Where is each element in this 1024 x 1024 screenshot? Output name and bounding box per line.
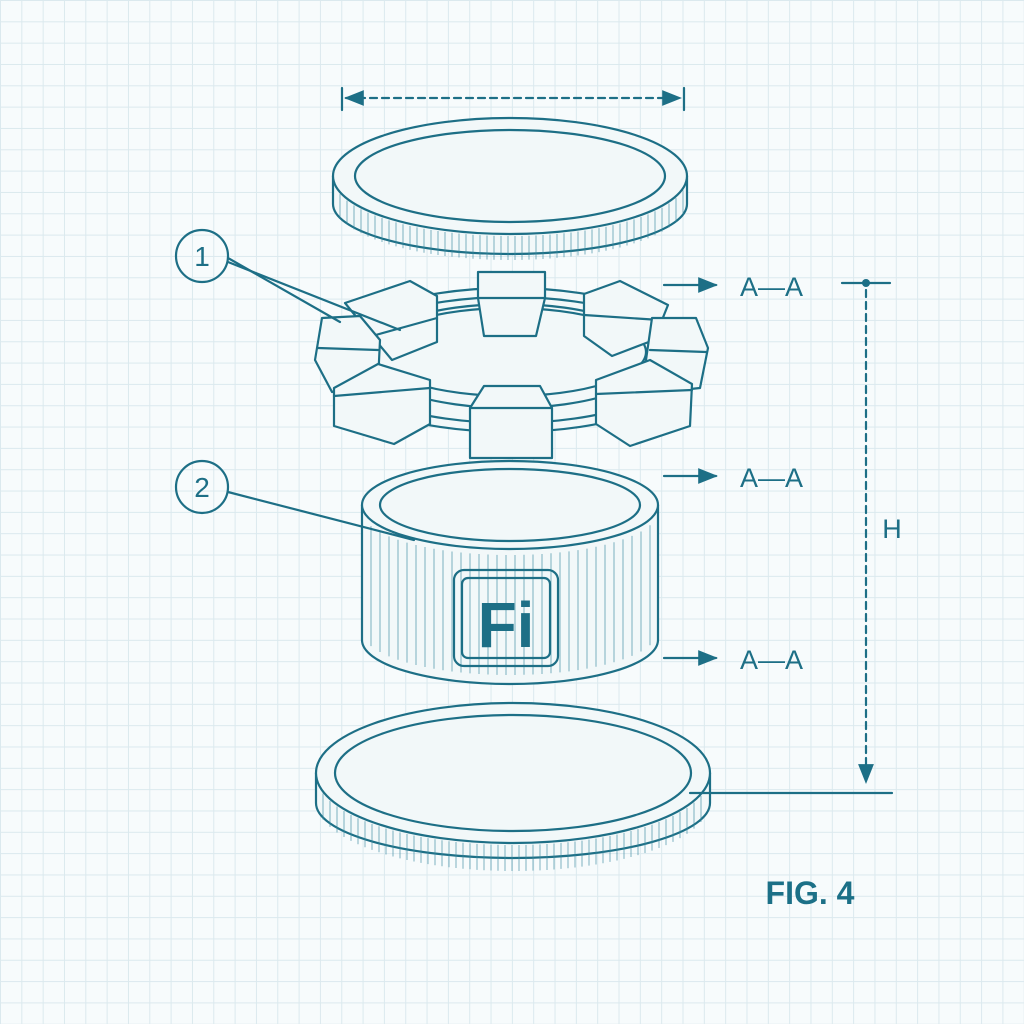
section-label-middle: A—A — [740, 463, 803, 493]
callout-part-2: 2 — [174, 459, 416, 542]
top-cover-disc — [331, 116, 689, 260]
bottom-base-disc — [314, 701, 712, 871]
ring-block-front-right — [594, 358, 694, 448]
fi-logo-badge: Fi — [452, 568, 560, 668]
callout-number-2: 2 — [194, 472, 210, 503]
segmented-ring — [313, 270, 710, 460]
ring-block-front-left — [332, 362, 432, 446]
figure-label: FIG. 4 — [766, 875, 855, 911]
ring-block-front-center — [468, 384, 554, 460]
cylindrical-body: Fi — [360, 459, 660, 686]
top-disc-edge-knurl — [339, 190, 684, 260]
callout-number-1: 1 — [194, 241, 210, 272]
section-label-top: A—A — [740, 272, 803, 302]
section-mark-top: A—A — [662, 272, 803, 302]
height-label: H — [882, 514, 902, 544]
section-label-bottom: A—A — [740, 645, 803, 675]
bottom-disc-edge-knurl — [322, 793, 702, 871]
fi-logo-text: Fi — [478, 589, 535, 661]
section-mark-bottom: A—A — [662, 645, 803, 675]
callout-part-1: 1 — [174, 228, 402, 332]
width-dimension-line — [340, 86, 686, 112]
section-mark-middle: A—A — [662, 463, 803, 493]
height-dimension: H — [688, 279, 902, 795]
ring-block-back-center — [476, 270, 547, 338]
cylinder-side-hatching — [370, 525, 651, 675]
